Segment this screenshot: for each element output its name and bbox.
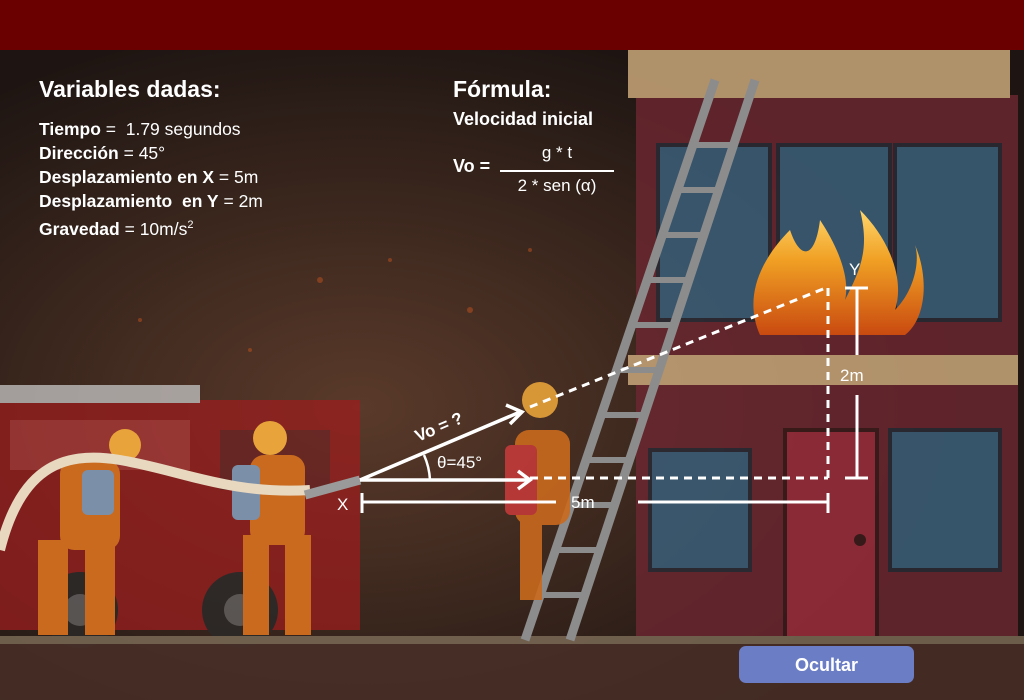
variable-label: Tiempo [39, 119, 101, 139]
trajectory-line [529, 285, 829, 409]
firefighter-left [38, 429, 141, 635]
angle-arc [422, 454, 432, 481]
firefighter-right [232, 421, 311, 635]
variable-label: Desplazamiento en Y [39, 191, 219, 211]
variables-list: Tiempo = 1.79 segundos Dirección = 45° D… [39, 117, 263, 241]
variable-label: Gravedad [39, 218, 120, 239]
variable-desplazamiento-y: Desplazamiento en Y = 2m [39, 189, 263, 213]
variable-direccion: Dirección = 45° [39, 141, 263, 165]
fire-hose [0, 452, 311, 552]
scene-illustration: Vo = ? θ=45° X Y 5m 2m [0, 50, 1024, 700]
nozzle [303, 475, 362, 500]
velocity-vector [359, 410, 521, 482]
variable-value: 45° [138, 143, 166, 163]
variable-value: 5m [234, 167, 259, 187]
variable-gravedad: Gravedad = 10m/s2 [39, 213, 263, 241]
variable-desplazamiento-x: Desplazamiento en X = 5m [39, 165, 263, 189]
formula-numerator: g * t [541, 143, 573, 162]
variable-label: Desplazamiento en X [39, 167, 215, 187]
variable-sep: = [214, 167, 235, 187]
variable-value: 10m/s [139, 218, 188, 239]
angle-label: θ=45° [437, 453, 482, 472]
y-label: Y [849, 260, 860, 279]
formula-denominator: 2 * sen (α) [517, 176, 597, 195]
y-distance-label: 2m [840, 366, 864, 385]
formula-heading: Fórmula: [453, 76, 552, 102]
formula-subtitle: Velocidad inicial [453, 109, 594, 129]
variable-sep: = [118, 143, 139, 163]
diagram: Vo = ? θ=45° X Y 5m 2m [337, 260, 868, 514]
variable-sep: = [100, 119, 126, 139]
variables-heading: Variables dadas: [39, 76, 221, 102]
fraction-bar [500, 170, 614, 172]
variable-value: 1.79 segundos [125, 119, 241, 139]
formula-lhs: Vo = [453, 156, 491, 176]
variable-superscript: 2 [187, 219, 194, 231]
variable-value: 2m [238, 191, 263, 211]
fire-flames [753, 210, 924, 335]
hide-button[interactable]: Ocultar [739, 646, 914, 683]
ladder [520, 78, 760, 642]
variable-sep: = [218, 191, 239, 211]
variable-label: Dirección [39, 143, 119, 163]
x-label: X [337, 495, 348, 514]
variable-tiempo: Tiempo = 1.79 segundos [39, 117, 263, 141]
top-bar [0, 0, 1024, 50]
variable-sep: = [119, 218, 140, 239]
embers [138, 248, 532, 352]
x-distance-label: 5m [571, 493, 595, 512]
